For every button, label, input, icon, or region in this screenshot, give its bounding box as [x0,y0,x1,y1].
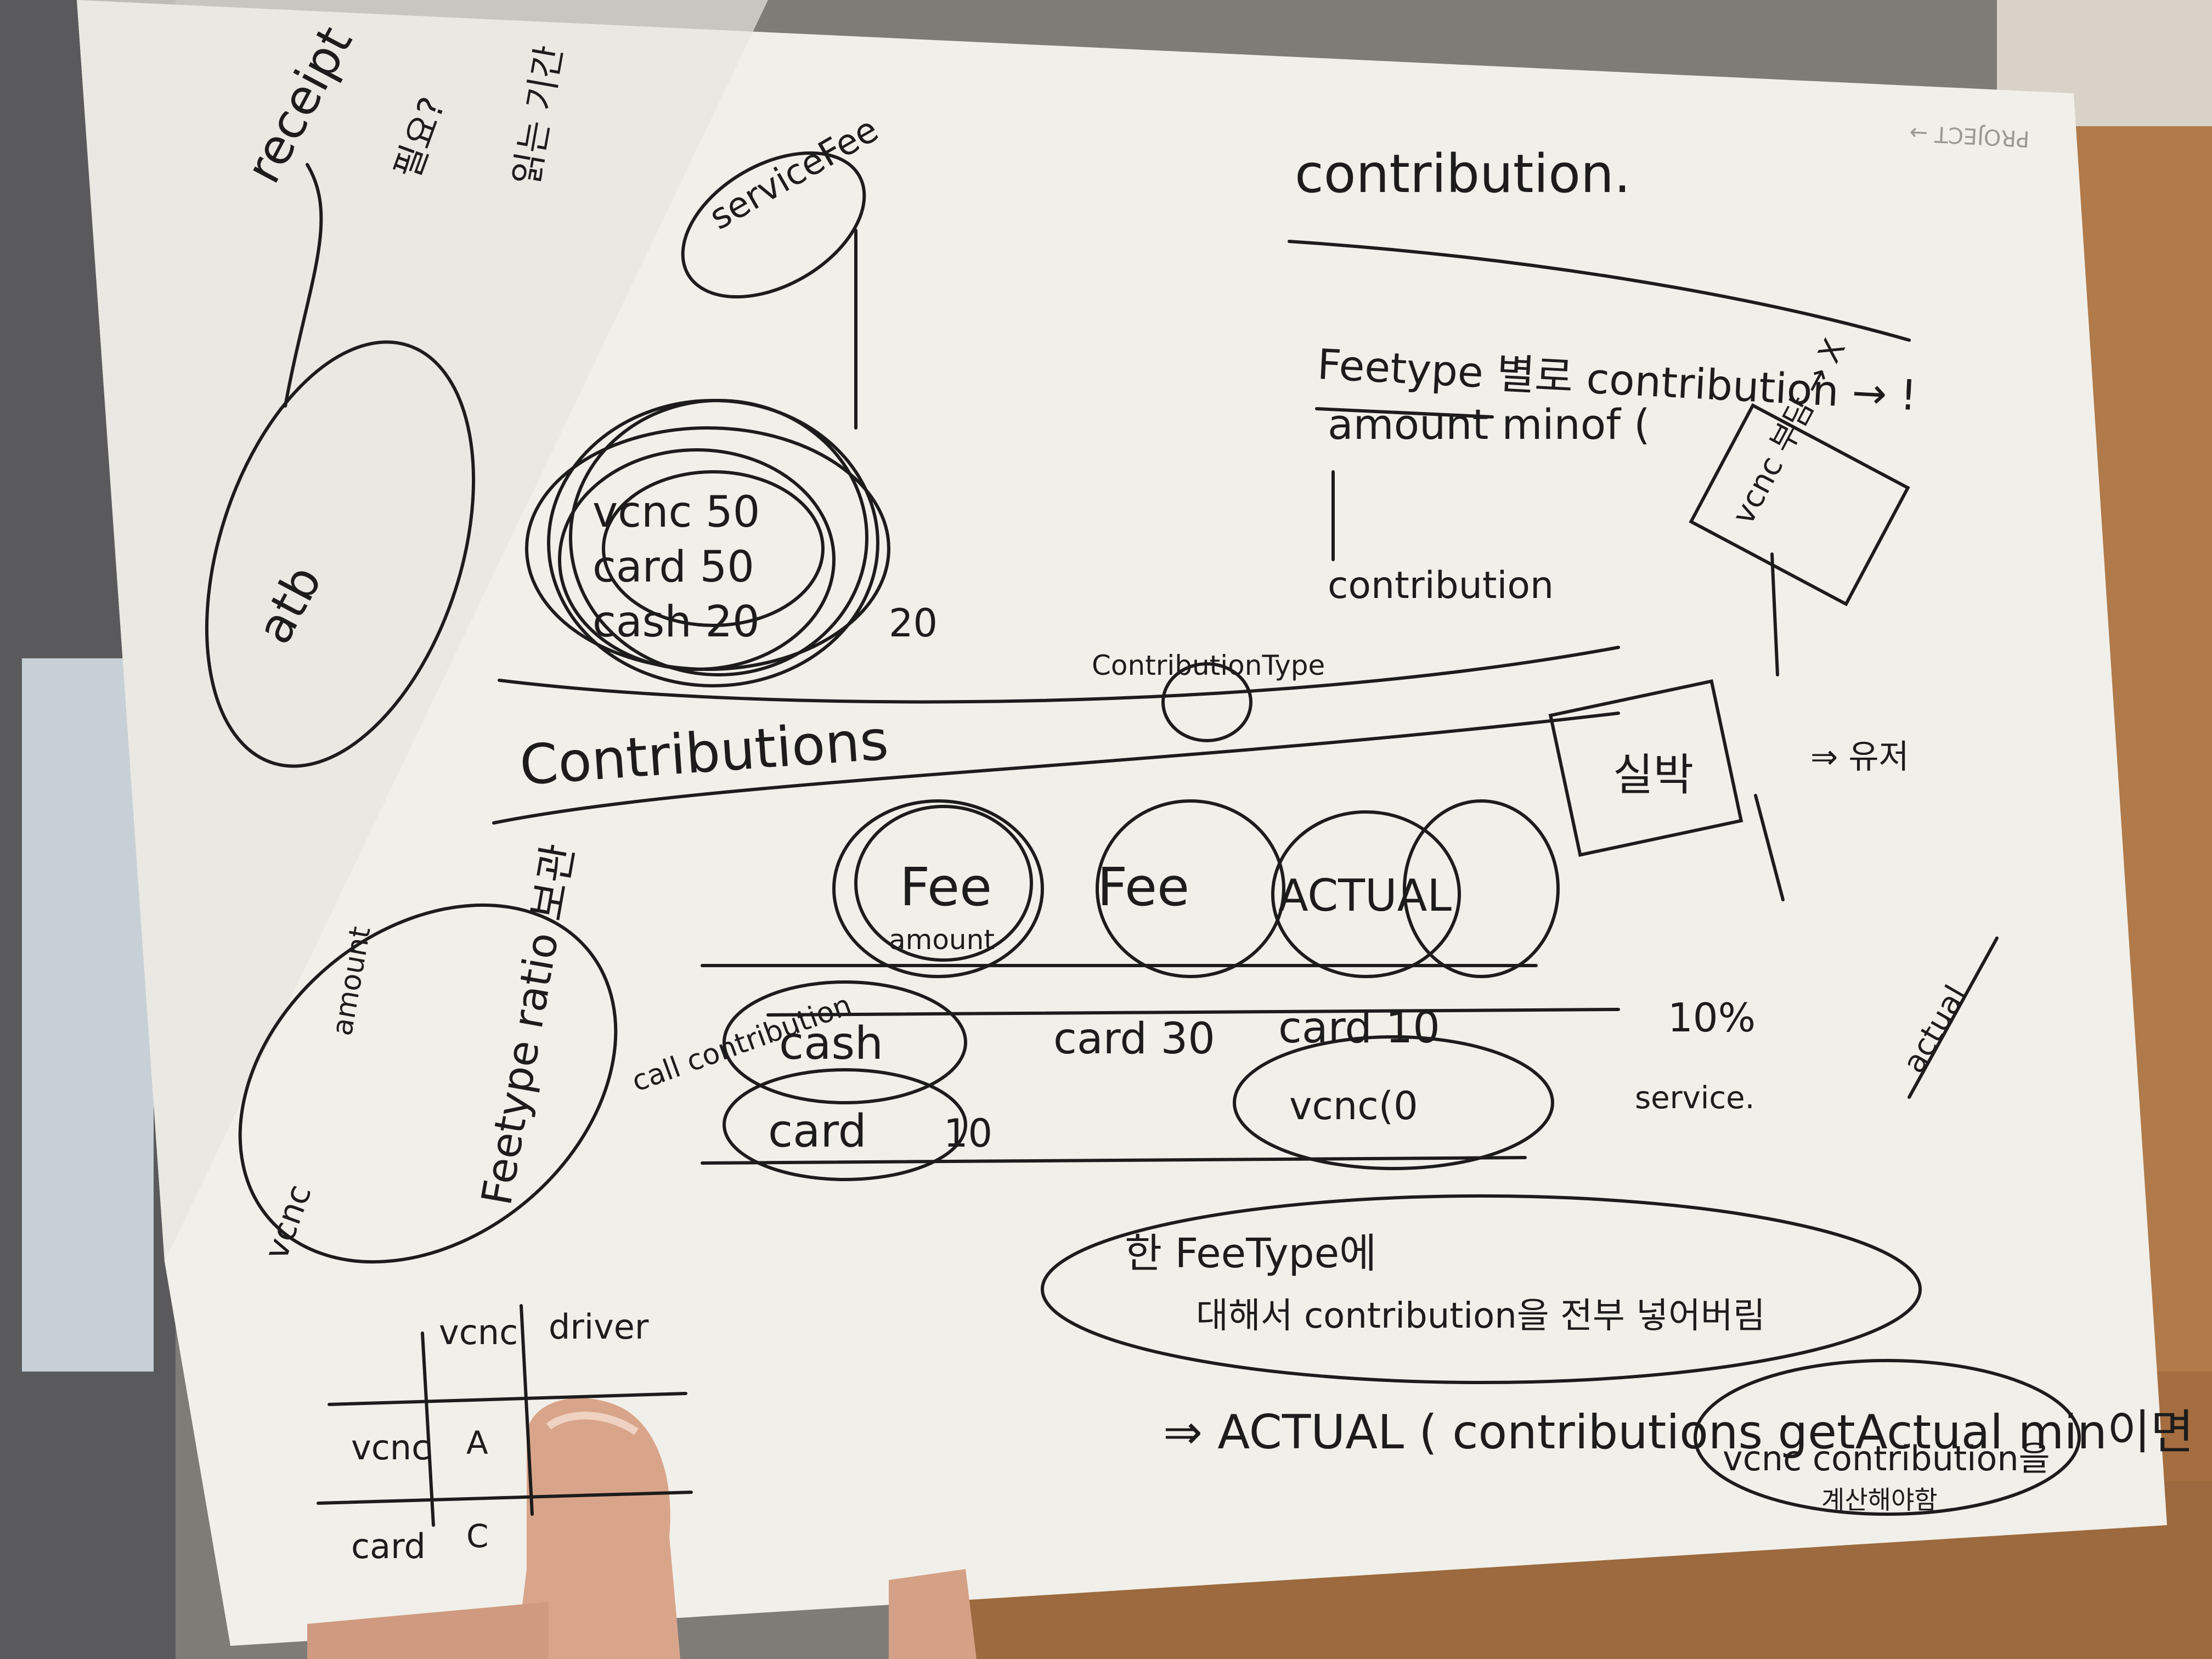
table-cell-a: A [466,1424,488,1462]
arrow-silbak-up [1770,552,1779,676]
finger [889,1569,977,1659]
oval-bottom-note [1041,1194,1922,1384]
circle-contribution-type [1161,662,1252,742]
note-vcnc-contribution: vcnc contribution을 [1723,1438,2050,1479]
thumb [516,1398,680,1659]
note-korean-3: 계산해야함 [1821,1485,1938,1515]
circle-extra [1403,799,1560,978]
paper-shadow [77,0,768,1262]
circle-fee-2 [1096,799,1285,978]
arrow-actual [1908,936,1999,1099]
oval-bottom-right [1694,1359,2081,1516]
oval-service-fee [681,151,866,299]
note-contribution-heading: contribution. [1295,143,1630,205]
note-amount-line: amount minof ( [1328,400,1650,449]
underline-contribution [1288,240,1911,342]
corner-project-label: PROJECT → [1909,120,2030,151]
note-service: service. [1635,1080,1754,1116]
note-actual-formula: ⇒ ACTUAL ( contributions getActual min이면… [1163,1405,2212,1460]
circle-actual [1271,810,1461,978]
circle-fee-1 [832,799,1044,978]
note-row-card: card 50 [592,543,754,592]
note-ten: 10 [944,1111,992,1156]
oval-vcnc [1233,1035,1554,1170]
scribble-circle-4 [558,448,836,671]
palm [307,1602,549,1659]
line-card-row [766,1008,1620,1017]
oval-cash [723,980,967,1104]
scribble-circle-5 [602,470,825,627]
scribble-circle-3 [569,399,868,676]
paper-sheet [77,0,2167,1646]
oval-left-bottom [238,903,618,1264]
circle-fee-1b [854,805,1033,962]
note-bottom-1: 한 FeeType에 [1125,1230,1376,1277]
table-cell-c: C [466,1517,489,1555]
curve-receipt [284,163,323,408]
line-connect-1 [498,646,1620,704]
table-row-vcnc: vcnc [351,1427,430,1468]
arrow-silbak-down [1754,794,1785,901]
note-amount-small: amount [889,924,995,956]
note-arrow-right: ⇒ 유저 [1810,738,1909,776]
thumbnail [546,1412,639,1435]
table-header-vcnc: vcnc [439,1312,518,1352]
note-silbak: 실박 [1613,749,1694,800]
note-bottom-2: 대해서 contribution을 전부 넣어버림 [1196,1296,1765,1336]
table-hline-1 [328,1392,687,1406]
box-silbak [1548,679,1743,857]
note-fee-1: Fee [900,856,992,918]
table-vline-1 [421,1331,435,1527]
note-ten-percent: 10% [1668,995,1756,1041]
note-actual: ACTUAL [1278,870,1452,921]
note-vcnc-10: vcnc(0 [1289,1084,1418,1128]
note-row-vcnc: vcnc 50 [592,488,760,537]
line-bottom-row [701,1156,1527,1165]
line-connect-2 [492,712,1620,825]
note-contribution-type: ContributionType [1092,650,1325,681]
box-vcnc [1689,403,1910,607]
note-fee-2: Fee [1097,856,1189,918]
note-row-cash-value: 20 [889,601,938,646]
note-card-2: card [768,1105,867,1158]
note-card-30: card 30 [1053,1014,1215,1064]
table-hline-2 [317,1491,693,1505]
ink-drawings [205,151,2081,1527]
oval-left-top [205,340,476,768]
table-row-card: card [351,1526,426,1566]
note-row-cash: cash 20 [592,597,760,647]
note-contribution-sub: contribution [1328,564,1554,607]
table-vline-2 [520,1304,534,1516]
underline-amount [1315,407,1494,419]
note-cash-2: cash [779,1018,883,1070]
note-card-10: card 10 [1278,1003,1440,1053]
oval-card [723,1068,967,1181]
table-header-driver: driver [549,1307,649,1347]
